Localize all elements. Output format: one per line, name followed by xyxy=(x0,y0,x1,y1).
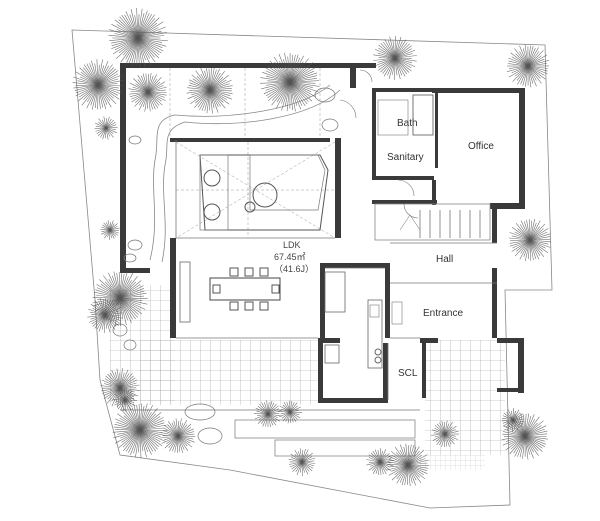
tree xyxy=(108,7,168,68)
room-label-bath: Bath xyxy=(397,118,418,129)
room-label-ldk: LDK xyxy=(283,240,301,250)
sunken-lounge xyxy=(199,154,329,231)
tree xyxy=(254,400,282,428)
ldk-tatami: （41.6J） xyxy=(274,264,314,274)
courtyard-path xyxy=(149,84,331,261)
tree xyxy=(186,66,233,114)
garden-strip-2 xyxy=(274,439,416,457)
ldk-area: 67.45㎡ xyxy=(274,252,306,262)
tree xyxy=(501,407,525,433)
sofa xyxy=(179,261,191,323)
tree xyxy=(128,72,167,112)
tree xyxy=(277,400,303,424)
room-label-entrance: Entrance xyxy=(423,308,463,319)
tree xyxy=(260,52,320,112)
garden-strip xyxy=(234,419,416,439)
dining-table xyxy=(209,267,281,311)
walls xyxy=(120,63,525,403)
tree xyxy=(94,116,118,140)
site-boundary xyxy=(71,29,553,509)
kitchen-island xyxy=(324,271,346,313)
terrace-entrance xyxy=(425,340,505,455)
tree xyxy=(366,448,394,476)
tree xyxy=(160,418,196,453)
tree xyxy=(100,220,120,240)
vanity xyxy=(377,99,409,136)
tree xyxy=(373,35,417,81)
shoe-cabinet xyxy=(391,301,403,325)
stepping-stones xyxy=(112,87,339,445)
terrace-south xyxy=(140,340,320,405)
tree xyxy=(72,59,124,110)
room-label-scl: SCL xyxy=(398,368,418,379)
bathtub xyxy=(412,94,434,136)
staircase xyxy=(374,203,491,241)
kitchen-counter xyxy=(367,299,383,369)
sink xyxy=(369,304,380,318)
tree xyxy=(508,218,552,262)
approach-paving xyxy=(420,455,485,470)
tree xyxy=(431,420,459,448)
tree xyxy=(112,403,168,459)
tree xyxy=(112,388,138,412)
tree xyxy=(288,448,316,477)
tree xyxy=(87,298,123,333)
fridge xyxy=(324,344,340,364)
trees xyxy=(72,7,552,487)
tree xyxy=(506,44,550,88)
room-label-office: Office xyxy=(468,141,494,152)
room-label-sanitary: Sanitary xyxy=(387,152,424,163)
tree xyxy=(386,443,429,487)
room-label-hall: Hall xyxy=(436,254,453,265)
